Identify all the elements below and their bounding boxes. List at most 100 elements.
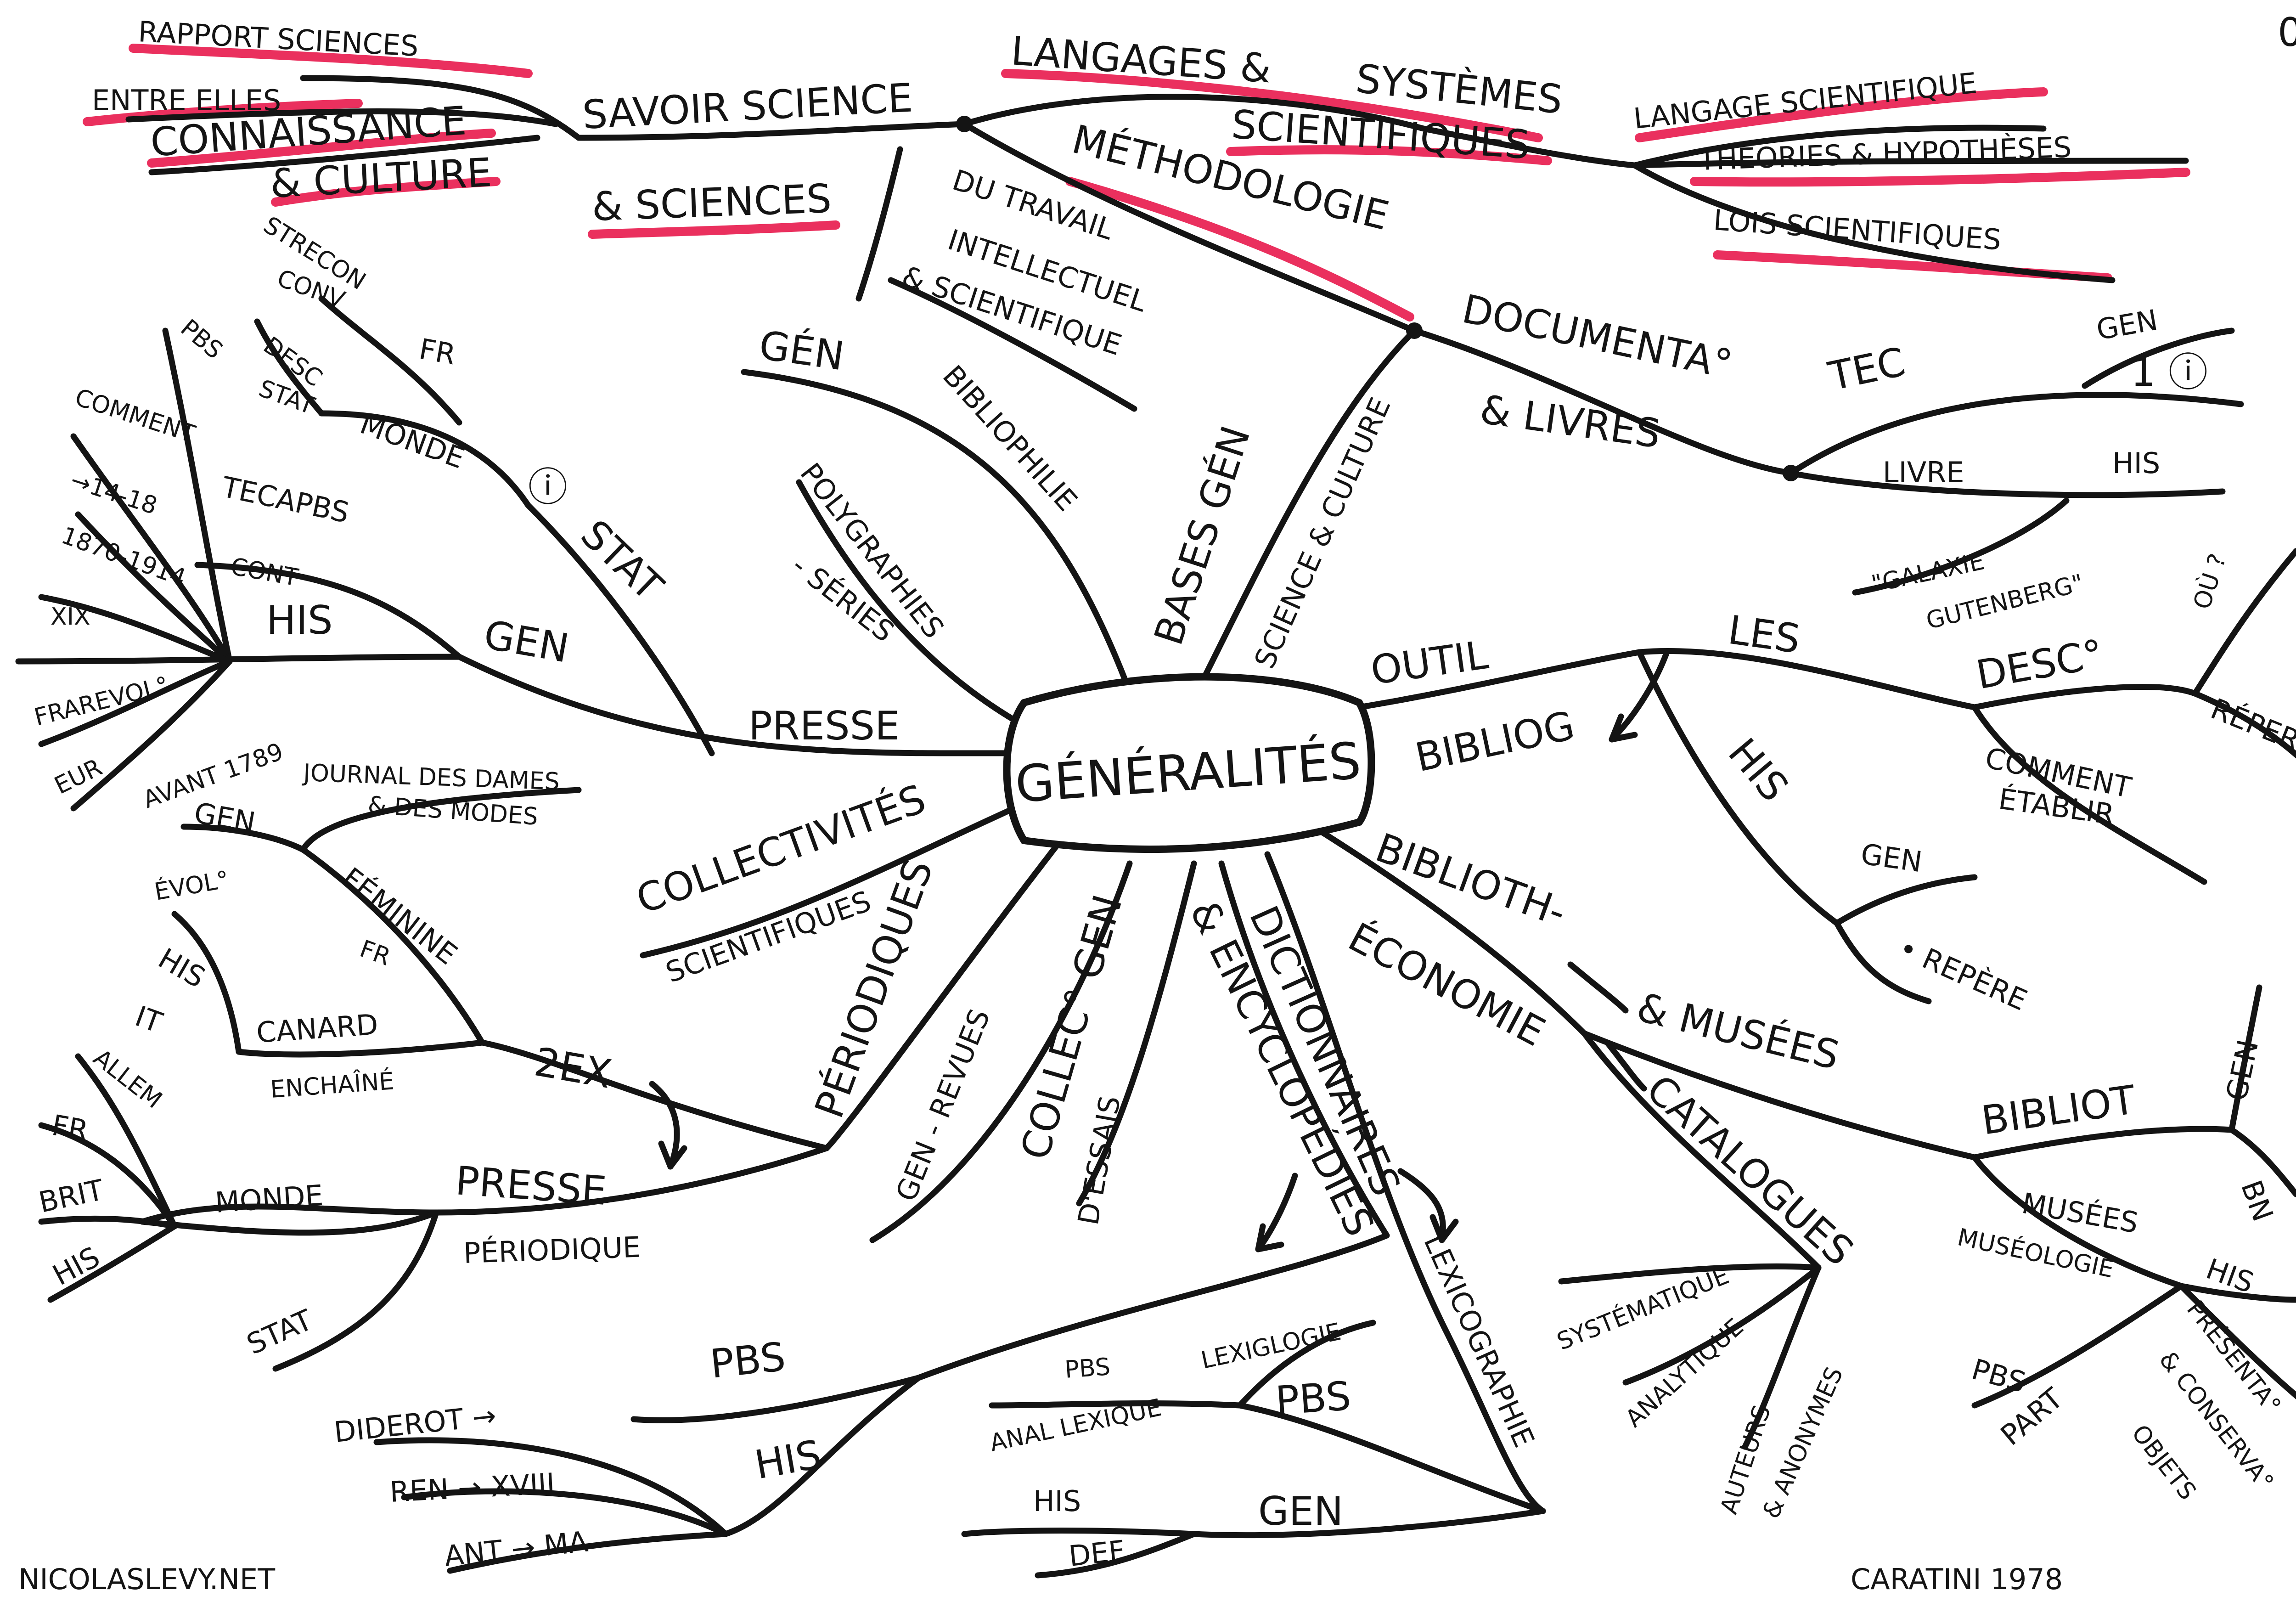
label-stat: STAT	[572, 511, 671, 610]
branch-museologie	[2178, 1283, 2296, 1303]
branch-cat-auteurs	[1742, 1264, 1822, 1450]
label-galaxie: "GALAXIE	[1869, 547, 1986, 598]
label-pbs-part: PBS	[1968, 1352, 2030, 1399]
label-evol: ÉVOL°	[152, 865, 231, 906]
label-entre: ENTRE ELLES	[92, 84, 281, 117]
branch-les-his	[1636, 649, 1840, 926]
branch-periodiques	[139, 837, 1064, 1225]
branch-livre	[1788, 470, 2226, 498]
label-tec: TEC	[1824, 339, 1909, 400]
arrow-biblioth	[1567, 961, 1629, 1014]
branch-stat-monde	[318, 410, 531, 508]
branch-musees	[1971, 1154, 2184, 1289]
label-bibliophilie: BIBLIOPHILIE	[936, 359, 1084, 518]
branch-monde-fan-4	[47, 1223, 178, 1303]
branch-monde-fan-2	[38, 1122, 178, 1229]
branch-2ex	[479, 1039, 830, 1151]
arrow-lexico-head	[1429, 1214, 1459, 1243]
branch-cat-sys	[1558, 1263, 1822, 1285]
label-catalogues: CATALOGUES	[1638, 1066, 1862, 1275]
branch-savoir-conn	[148, 135, 540, 175]
label-gen-revues: GEN - REVUES	[889, 1004, 996, 1206]
branch-outil	[1356, 648, 1978, 711]
branch-gen-revues	[869, 860, 1133, 1243]
branch-stat-desc	[254, 318, 325, 417]
label-gen-lex: GEN	[1258, 1489, 1343, 1534]
branch-bibliot-gen	[1971, 1126, 2235, 1161]
label-xix: XIX	[51, 603, 90, 631]
label-theories: THÉORIES & HYPOTHÈSES	[1698, 130, 2072, 177]
branch-lex-def	[1035, 1531, 1197, 1579]
central-node: GÉNÉRALITÉS	[1003, 673, 1375, 853]
label-his-presse: HIS	[266, 598, 333, 643]
label-1870: 1870-1914	[58, 522, 190, 592]
label-cont: CONT	[229, 553, 300, 592]
label-museologie: MUSÉOLOGIE	[1955, 1223, 2116, 1284]
branch-stat	[525, 502, 715, 756]
branch-lois	[1632, 162, 2116, 283]
label-periodique: PÉRIODIQUE	[463, 1230, 641, 1270]
branch-feminine-journal	[300, 787, 582, 853]
branch-tec-gen	[2082, 327, 2235, 389]
highlight-langages	[1001, 69, 1543, 142]
branch-lex-gen	[961, 1508, 1546, 1539]
arrow-lexico	[1397, 1168, 1446, 1243]
label-presse2: PRESSE	[454, 1158, 608, 1214]
label-canard: CANARD	[255, 1008, 379, 1049]
label-lois: LOIS SCIENTIFIQUES	[1712, 203, 2002, 257]
branch-presenta	[2178, 1283, 2296, 1399]
label-musees2: MUSÉES	[2019, 1186, 2141, 1240]
branch-canard-his	[171, 911, 242, 1055]
label-ou: OÙ ?	[2187, 550, 2232, 613]
label-analytique: ANALYTIQUE	[1621, 1313, 1749, 1433]
branch-dutravail	[855, 146, 903, 302]
branch-savoir-main	[575, 121, 968, 141]
label-pbs-lex: PBS	[1274, 1373, 1352, 1424]
arrow-2ex	[649, 1081, 680, 1170]
label-pbs-tec: PBS	[175, 314, 228, 365]
label-bases-gen: BASES GÉN	[1145, 420, 1260, 650]
label-his-livre: HIS	[2112, 446, 2160, 480]
branch-canard	[236, 1039, 485, 1058]
branch-feminine	[300, 846, 485, 1046]
label-fr-fem: FR	[356, 935, 394, 971]
branch-gen-his	[194, 562, 462, 660]
branch-lex-pbs	[989, 1400, 1546, 1514]
label-gen-tec: GEN	[2094, 303, 2160, 347]
label-presse: PRESSE	[748, 703, 900, 749]
label-gen-les: GEN	[1859, 837, 1924, 879]
arrow-encyc-head	[1255, 1223, 1284, 1252]
branch-collectivites	[640, 801, 1027, 959]
branch-langage-sci	[1632, 124, 2047, 169]
highlight-savoir2	[588, 220, 840, 239]
junction-dots	[956, 116, 1799, 481]
branch-lines	[15, 75, 2296, 1579]
label-allem: ALLEM	[88, 1044, 167, 1114]
label-it: IT	[131, 999, 167, 1039]
branch-langages	[961, 94, 1638, 169]
label-lexiglogie: LEXIGLOGIE	[1199, 1318, 1343, 1375]
label-info-tec: 1 ⓘ	[2131, 350, 2208, 395]
branch-monde-fan-3	[38, 1215, 178, 1229]
label-enchaine: ENCHAÎNÉ	[270, 1067, 395, 1104]
label-langages: LANGAGES &	[1010, 28, 1273, 92]
branch-methodologie	[961, 121, 1418, 334]
label-fr-monde: FR	[49, 1108, 90, 1148]
label-tecapbs: TECAPBS	[219, 470, 352, 530]
label-repere: • REPÈRE	[1894, 931, 2032, 1017]
arrow-2ex-head	[658, 1140, 687, 1170]
label-gen-presse: GEN	[480, 612, 572, 672]
label-ant: ANT → MA	[443, 1525, 590, 1573]
branch-encyclopedies	[915, 860, 1390, 1381]
branch-bibliot-bn	[2228, 984, 2262, 1133]
source-credit: CARATINI 1978	[1851, 1562, 2063, 1596]
label-bn: BN	[2234, 1176, 2280, 1226]
branch-encyc-his-3	[447, 1531, 729, 1574]
label-def-lex: DEF	[1067, 1534, 1127, 1573]
label-langage-sci: LANGAGE SCIENTIFIQUE	[1632, 66, 1979, 135]
branch-monde	[139, 1209, 439, 1236]
label-pbs-lex-small: PBS	[1064, 1353, 1111, 1384]
label-livres: & LIVRES	[1477, 387, 1663, 457]
